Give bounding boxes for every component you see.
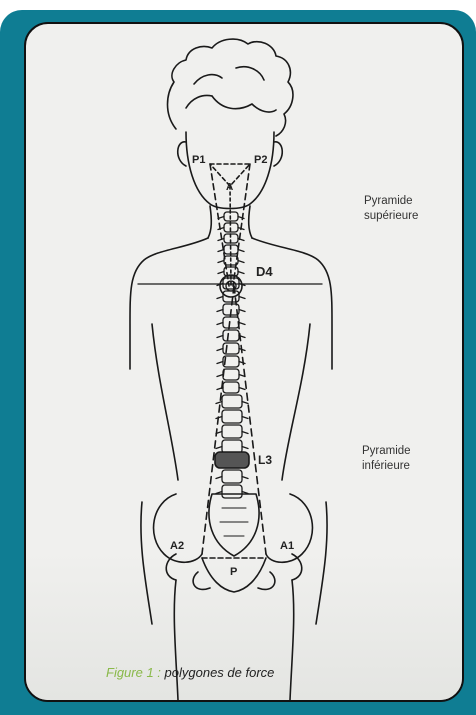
label-p1: P1 xyxy=(192,154,205,166)
vertebra xyxy=(222,470,242,483)
ear-left xyxy=(178,142,186,166)
vertebra xyxy=(223,382,239,393)
label-a2: A2 xyxy=(170,540,184,552)
face-outline xyxy=(186,132,274,209)
vertebra-process xyxy=(216,432,248,434)
vertebra xyxy=(222,440,242,453)
vertebra xyxy=(223,369,239,380)
leg-left xyxy=(174,580,178,700)
vertebra xyxy=(222,485,242,498)
vertebra xyxy=(222,395,242,408)
sacrum xyxy=(209,494,259,556)
vertebra-process xyxy=(217,349,245,351)
vertebra-process xyxy=(216,477,248,479)
lower-pyramid-left-line xyxy=(202,286,234,554)
upper-pyramid-axis xyxy=(230,186,231,286)
vertebra-process xyxy=(216,417,248,419)
iliac-crest-left xyxy=(154,494,202,562)
label-d4: D4 xyxy=(256,264,273,279)
hair-strand-1 xyxy=(194,75,222,84)
l3-highlighted-vertebra xyxy=(215,452,249,468)
caption-text: polygones de force xyxy=(165,665,275,680)
hair-outline xyxy=(168,39,293,136)
upper-pyramid-right-line xyxy=(233,164,250,286)
vertebra-process xyxy=(217,375,245,377)
vertebra xyxy=(223,330,239,341)
obturator-right xyxy=(258,572,275,589)
femoral-head-right xyxy=(292,554,302,580)
obturator-left xyxy=(193,572,210,589)
hip-outline-left xyxy=(141,502,152,624)
label-apex-a: A xyxy=(226,182,233,193)
vertebra-process xyxy=(216,402,248,404)
neck-left xyxy=(208,206,211,238)
hair-fringe xyxy=(212,96,276,112)
shoulder-arm-right xyxy=(252,238,332,369)
figure-caption: Figure 1 : polygones de force xyxy=(106,665,274,680)
vertebra-process xyxy=(217,362,245,364)
vertebra-process xyxy=(216,447,248,449)
hair-strand-3 xyxy=(186,96,212,109)
caption-prefix: Figure 1 : xyxy=(106,665,165,680)
vertebra xyxy=(223,317,239,328)
figure-card: P1 P2 A D4 L3 A2 A1 P Pyramide supérieur… xyxy=(24,22,464,702)
label-l3: L3 xyxy=(258,453,272,467)
shoulder-arm-left xyxy=(130,238,208,369)
label-upper-pyramid: Pyramide supérieure xyxy=(364,194,460,224)
torso-right xyxy=(282,324,310,480)
hip-outline-right xyxy=(316,502,327,624)
vertebra xyxy=(222,410,242,423)
neck-right xyxy=(249,206,252,238)
sacrum-lines xyxy=(220,508,248,536)
body-spine-diagram xyxy=(26,24,462,700)
vertebra-process xyxy=(218,250,244,252)
iliac-crest-right xyxy=(266,494,312,562)
label-p: P xyxy=(230,566,237,578)
vertebra-process xyxy=(217,323,245,325)
vertebra-process xyxy=(217,388,245,390)
vertebra xyxy=(222,425,242,438)
label-lower-pyramid: Pyramide inférieure xyxy=(362,444,458,474)
hair-strand-2 xyxy=(236,67,264,80)
leg-right xyxy=(290,580,294,700)
torso-left xyxy=(152,324,178,480)
ear-right xyxy=(274,142,282,166)
label-a1: A1 xyxy=(280,540,294,552)
label-p2: P2 xyxy=(254,154,267,166)
